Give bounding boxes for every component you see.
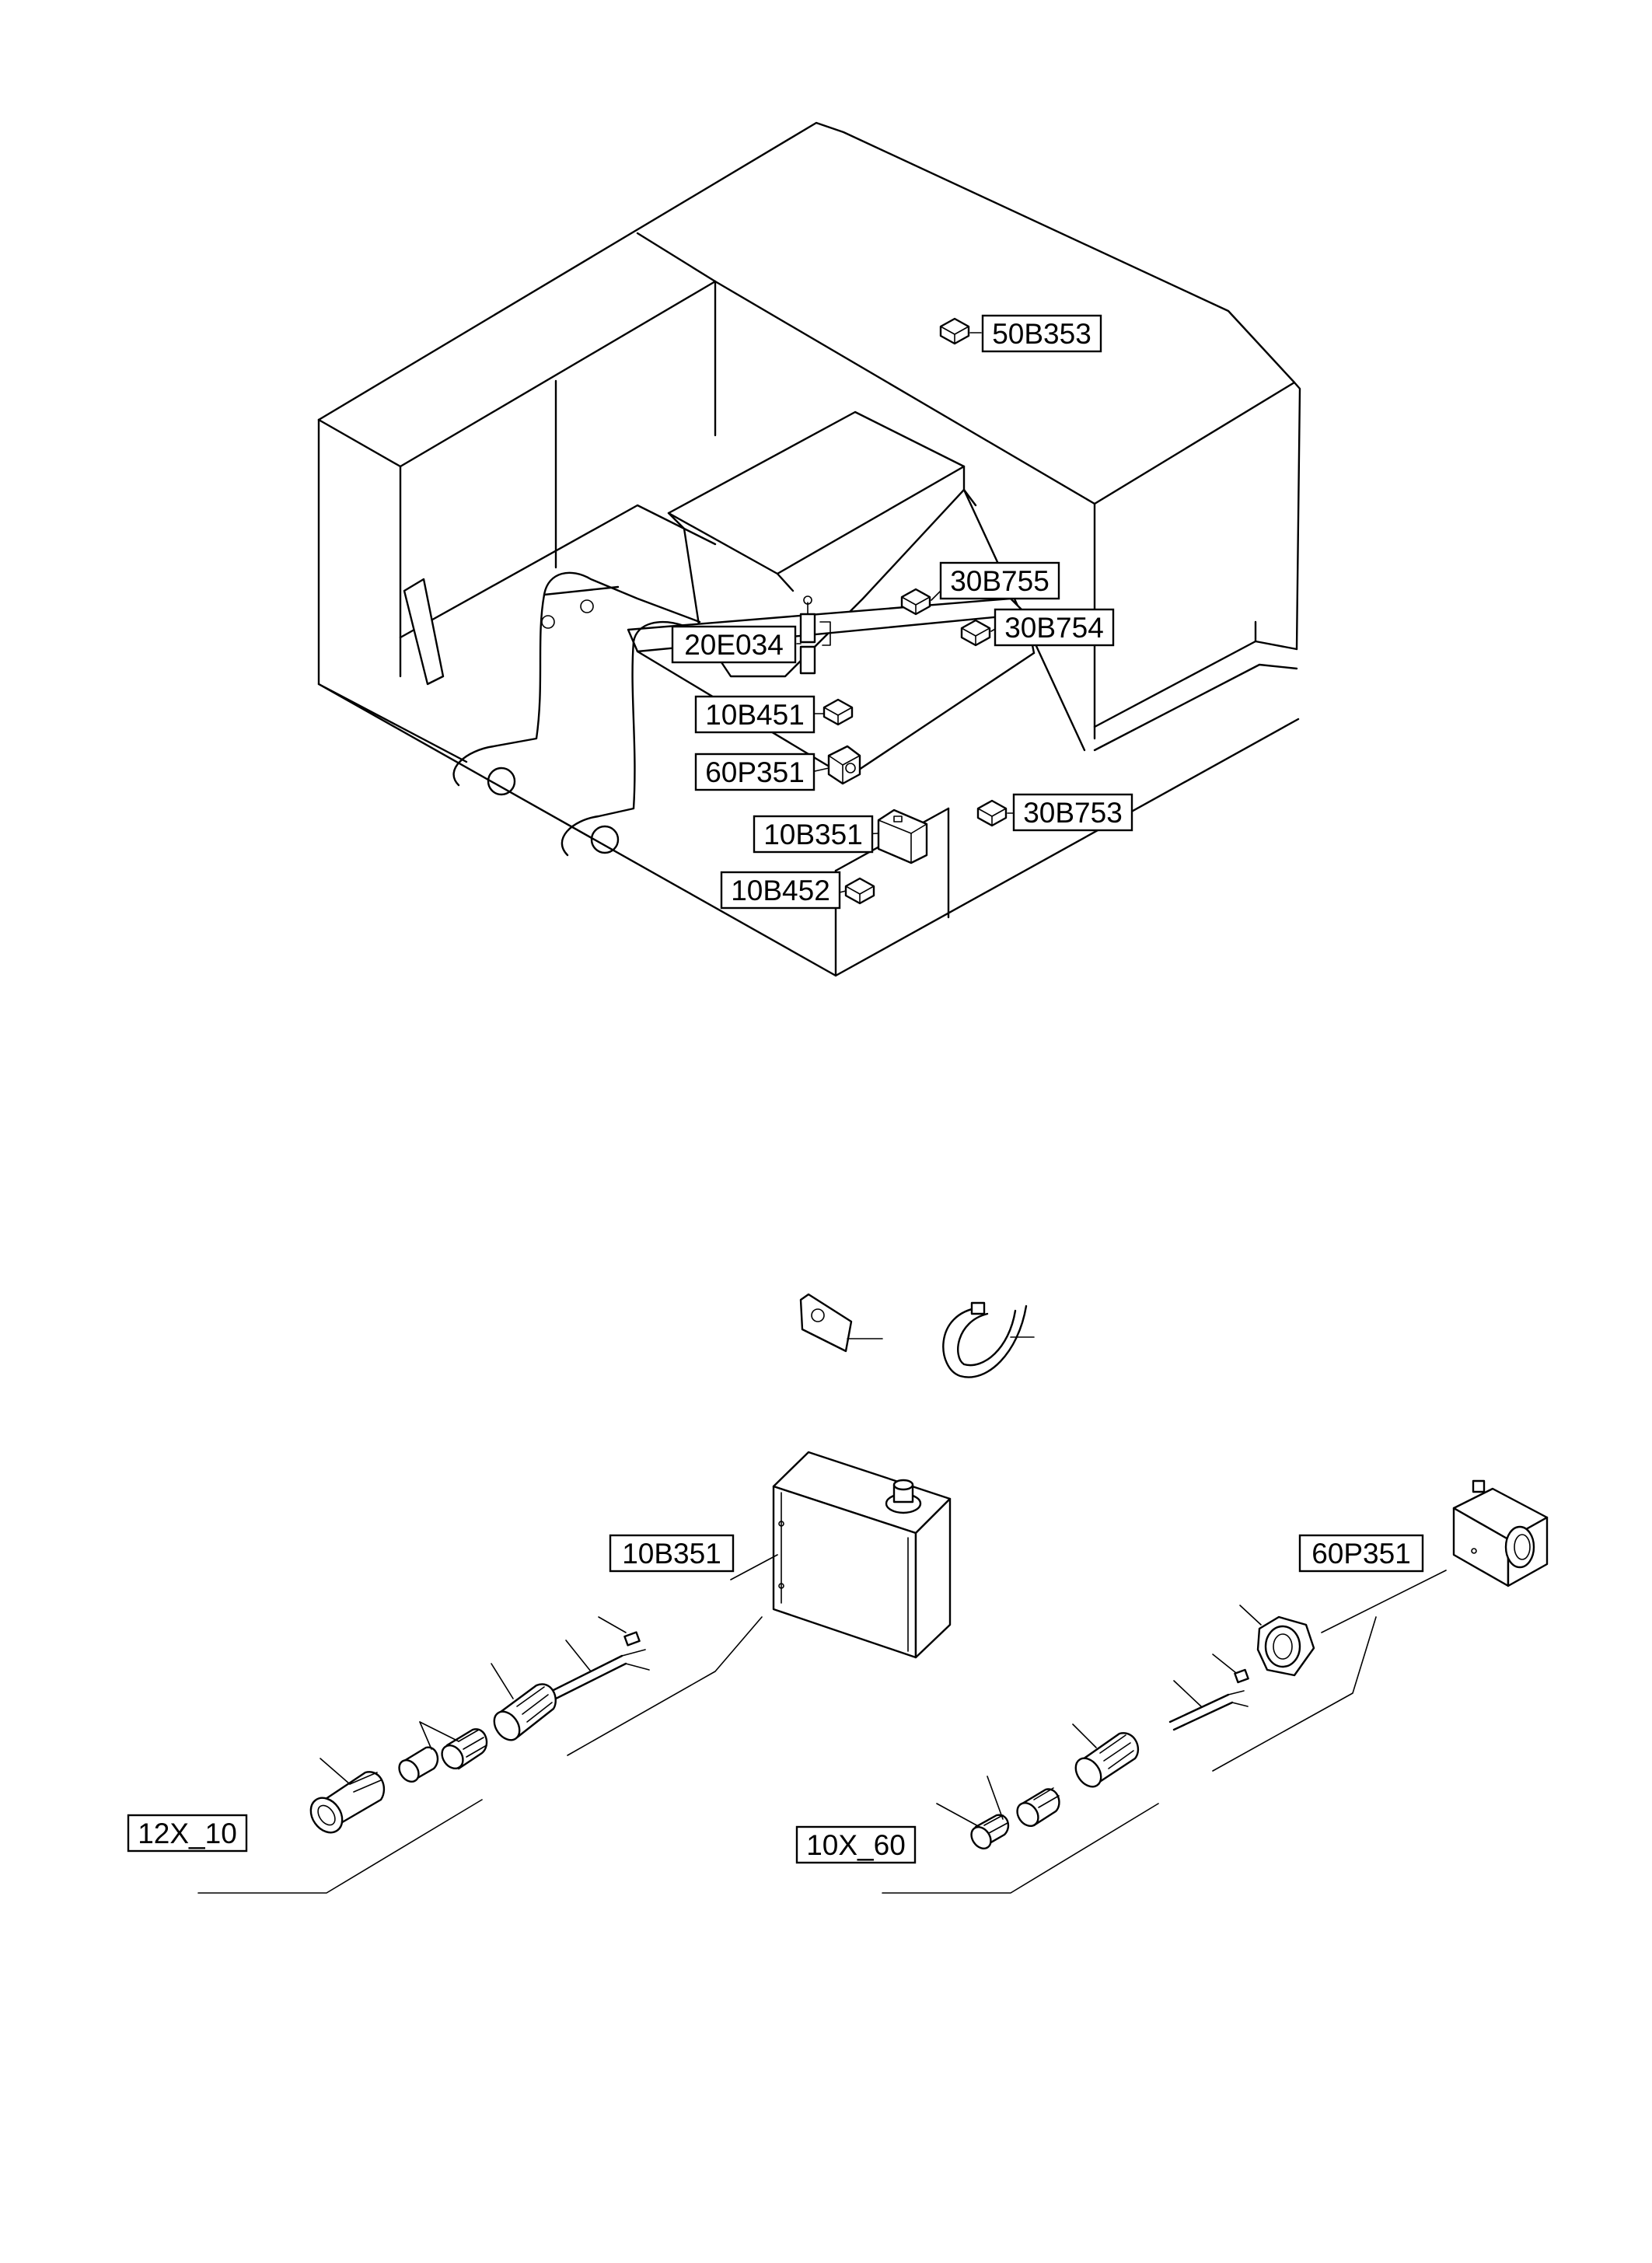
tank-10B351-small	[877, 808, 928, 864]
label-30B753: 30B753	[1012, 793, 1133, 832]
cable-tie	[942, 1301, 1035, 1378]
label-10X_60: 10X_60	[795, 1825, 917, 1864]
label-20E034: 20E034	[671, 625, 797, 664]
pressure-sensor-60P351-small	[827, 745, 861, 785]
label-10B451: 10B451	[694, 695, 816, 734]
sensor-30B755	[900, 588, 931, 616]
element-20E034	[799, 595, 831, 675]
connector-set-12X_10	[309, 1616, 650, 1834]
sensor-10B452	[844, 877, 875, 905]
sensor-10B451	[823, 698, 854, 726]
label-60P351: 60P351	[694, 753, 816, 791]
connector-set-10X_60	[936, 1654, 1249, 1850]
svg-text:50B353: 50B353	[992, 318, 1091, 350]
svg-text:10B351: 10B351	[622, 1538, 721, 1570]
svg-text:12X_10: 12X_10	[138, 1818, 237, 1849]
label2-10B351: 10B351	[609, 1534, 735, 1573]
label-10B452: 10B452	[720, 871, 841, 910]
svg-text:30B753: 30B753	[1023, 797, 1123, 829]
svg-text:10B351: 10B351	[763, 819, 863, 850]
pressure-sensor-60P351	[1452, 1479, 1549, 1587]
svg-text:30B754: 30B754	[1004, 612, 1104, 644]
label-50B353: 50B353	[981, 314, 1102, 353]
svg-text:30B755: 30B755	[950, 565, 1050, 597]
svg-text:20E034: 20E034	[684, 629, 784, 661]
sensor-30B753	[976, 799, 1008, 827]
svg-text:60P351: 60P351	[705, 756, 805, 788]
bracket-plate	[799, 1293, 883, 1353]
svg-text:60P351: 60P351	[1311, 1538, 1411, 1570]
label-30B754: 30B754	[994, 608, 1115, 647]
hex-nut	[1239, 1605, 1315, 1677]
label2-60P351: 60P351	[1298, 1534, 1424, 1573]
label-30B755: 30B755	[939, 561, 1060, 600]
svg-text:10B451: 10B451	[705, 699, 805, 731]
svg-text:10B452: 10B452	[731, 875, 830, 906]
tank-10B351	[772, 1451, 952, 1659]
label-12X_10: 12X_10	[127, 1814, 248, 1853]
label-10B351: 10B351	[753, 815, 874, 854]
sensor-30B754	[960, 619, 991, 647]
sensor-50B353	[939, 317, 970, 345]
lower-leaders	[197, 1554, 1447, 1894]
svg-text:10X_60: 10X_60	[806, 1829, 906, 1861]
